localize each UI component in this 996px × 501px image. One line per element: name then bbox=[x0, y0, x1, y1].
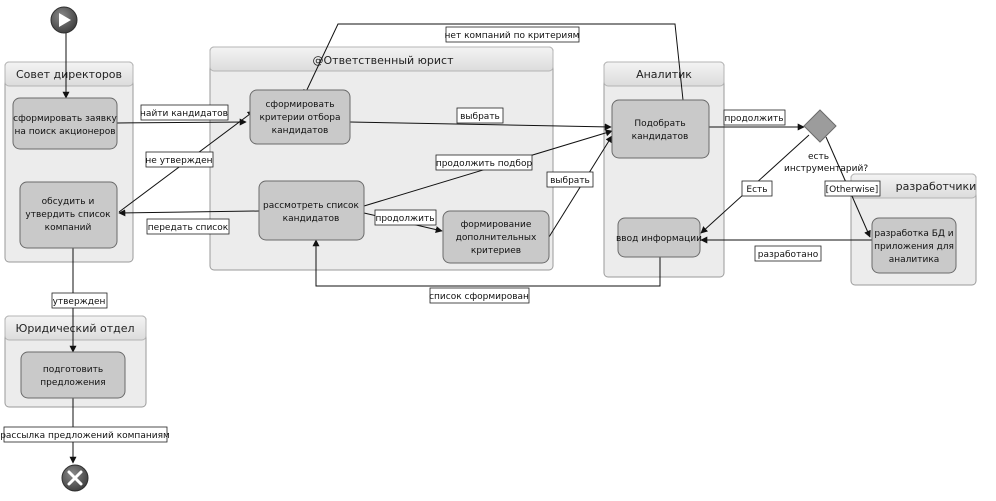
node-form-criteria[interactable]: сформировать критерии отбора кандидатов bbox=[249, 89, 351, 145]
svg-text:утвержден: утвержден bbox=[53, 297, 106, 307]
node-input-info[interactable]: ввод информации bbox=[616, 217, 702, 258]
svg-text:найти кандидатов: найти кандидатов bbox=[140, 109, 228, 119]
node-discuss-list[interactable]: обсудить и утвердить список компаний bbox=[19, 181, 118, 249]
svg-text:продолжить подбор: продолжить подбор bbox=[436, 159, 533, 169]
svg-text:нет компаний по критериям: нет компаний по критериям bbox=[445, 31, 580, 41]
edge-find-candidates bbox=[116, 118, 247, 126]
decision-question-line2: инструментарий? bbox=[784, 164, 868, 174]
svg-text:передать список: передать список bbox=[148, 223, 229, 233]
edge-no-companies bbox=[303, 23, 684, 101]
label-pass-list: передать список bbox=[146, 218, 230, 235]
svg-text:продолжить: продолжить bbox=[375, 214, 434, 224]
svg-text:выбрать: выбрать bbox=[550, 176, 590, 186]
node-additional-criteria-line2: дополнительных bbox=[456, 233, 537, 243]
lane-analyst-title: Аналитик bbox=[636, 68, 692, 81]
decision-question-line1: есть bbox=[808, 152, 829, 162]
play-icon[interactable] bbox=[50, 6, 78, 34]
node-review-candidates-line1: рассмотреть список bbox=[263, 201, 359, 211]
svg-text:Есть: Есть bbox=[746, 185, 767, 195]
node-prepare-offers-line1: подготовить bbox=[43, 365, 103, 375]
edge-choose bbox=[349, 121, 612, 131]
label-proceed-2: продолжить bbox=[723, 109, 786, 126]
node-additional-criteria-line3: критериев bbox=[471, 246, 521, 256]
node-dev-db-line2: приложения для bbox=[874, 242, 954, 252]
svg-text:список сформирован: список сформирован bbox=[429, 292, 529, 302]
label-proceed: продолжить bbox=[374, 209, 437, 226]
label-list-formed: список сформирован bbox=[429, 287, 530, 304]
node-additional-criteria-line1: формирование bbox=[461, 220, 532, 230]
label-yes: Есть bbox=[741, 180, 773, 197]
edge-pass-list bbox=[118, 209, 260, 217]
node-dev-db-line1: разработка БД и bbox=[874, 229, 953, 239]
node-discuss-list-line2: утвердить список bbox=[25, 210, 111, 220]
svg-text:не утвержден: не утвержден bbox=[145, 156, 212, 166]
lane-lawyer-title: @Ответственный юрист bbox=[313, 54, 455, 67]
node-select-candidates-line2: кандидатов bbox=[632, 132, 689, 142]
node-create-request-line2: на поиск акционеров bbox=[14, 127, 115, 137]
label-choose-2: выбрать bbox=[546, 171, 594, 188]
lane-legal-title: Юридический отдел bbox=[15, 322, 134, 335]
decision-diamond[interactable] bbox=[803, 109, 837, 143]
label-developed: разработано bbox=[754, 245, 822, 262]
label-continue-search: продолжить подбор bbox=[435, 154, 533, 171]
label-approved: утвержден bbox=[51, 292, 108, 309]
node-input-info-line1: ввод информации bbox=[616, 234, 702, 244]
edge-labels: нет компаний по критериям найти кандидат… bbox=[0, 26, 881, 443]
close-icon[interactable] bbox=[61, 464, 89, 492]
node-create-request-line1: сформировать заявку bbox=[13, 114, 117, 124]
node-prepare-offers-line2: предложения bbox=[40, 378, 105, 388]
node-prepare-offers[interactable]: подготовить предложения bbox=[20, 351, 126, 399]
svg-text:продолжить: продолжить bbox=[724, 114, 783, 124]
node-select-candidates-line1: Подобрать bbox=[634, 119, 685, 129]
node-create-request[interactable]: сформировать заявку на поиск акционеров bbox=[12, 97, 118, 150]
node-discuss-list-line3: компаний bbox=[45, 223, 92, 233]
decision-node[interactable]: есть инструментарий? bbox=[784, 109, 868, 174]
label-no-companies: нет компаний по критериям bbox=[445, 26, 580, 43]
node-discuss-list-line1: обсудить и bbox=[42, 197, 95, 207]
label-find-candidates: найти кандидатов bbox=[140, 104, 229, 121]
svg-text:[Otherwise]: [Otherwise] bbox=[826, 185, 879, 195]
lane-developers-title: разработчики bbox=[896, 180, 977, 193]
node-review-candidates-line2: кандидатов bbox=[283, 214, 340, 224]
svg-text:выбрать: выбрать bbox=[460, 112, 500, 122]
label-choose: выбрать bbox=[456, 107, 504, 124]
label-otherwise: [Otherwise] bbox=[824, 180, 881, 197]
node-form-criteria-line3: кандидатов bbox=[272, 126, 329, 136]
label-send-offers: рассылка предложений компаниям bbox=[0, 426, 170, 443]
svg-text:разработано: разработано bbox=[758, 250, 819, 260]
node-select-candidates[interactable]: Подобрать кандидатов bbox=[611, 99, 710, 159]
node-dev-db-line3: аналитика bbox=[889, 255, 940, 265]
node-review-candidates[interactable]: рассмотреть список кандидатов bbox=[258, 180, 365, 241]
node-additional-criteria[interactable]: формирование дополнительных критериев bbox=[442, 210, 550, 264]
svg-text:рассылка предложений компаниям: рассылка предложений компаниям bbox=[0, 431, 170, 441]
label-not-approved: не утвержден bbox=[145, 151, 214, 168]
lane-board-title: Совет директоров bbox=[16, 68, 122, 81]
node-form-criteria-line2: критерии отбора bbox=[259, 113, 340, 123]
edge-list-formed bbox=[312, 239, 661, 287]
node-form-criteria-line1: сформировать bbox=[265, 100, 334, 110]
node-dev-db[interactable]: разработка БД и приложения для аналитика bbox=[871, 217, 957, 274]
